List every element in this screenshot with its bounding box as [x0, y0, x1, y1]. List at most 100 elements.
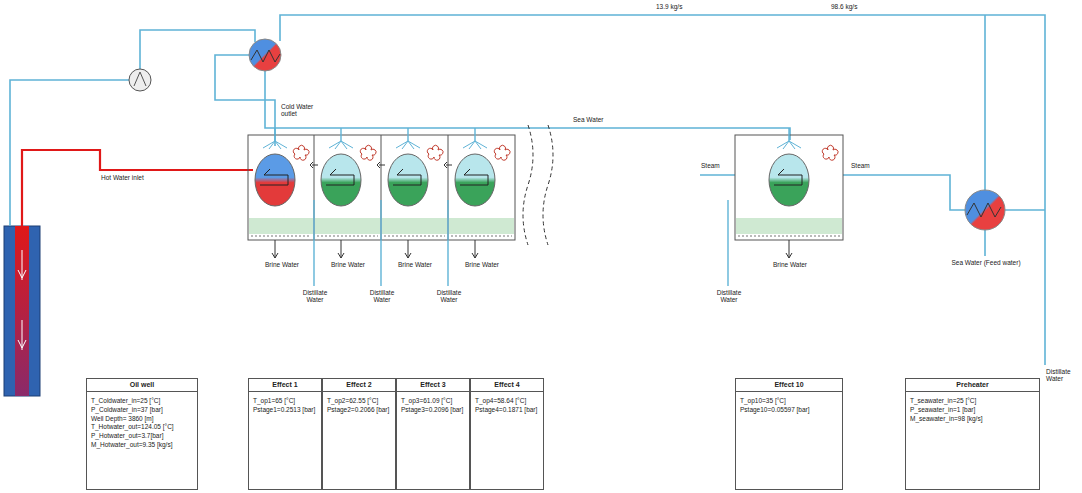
table-heading: Effect 10 [736, 379, 842, 392]
table-row: T_op3=61.09 [°C] [401, 397, 465, 406]
process-label: Distillate Water [1045, 368, 1079, 383]
process-label: Brine Water [456, 261, 508, 268]
tray-line [251, 236, 311, 237]
tray-line [738, 236, 840, 237]
process-label: Steam [850, 162, 871, 169]
spray-feed [407, 128, 408, 141]
process-label: Steam [700, 162, 721, 169]
table-heading: Effect 1 [249, 379, 321, 392]
brine-pool [249, 218, 313, 234]
table-row: T_seawater_in=25 [°C] [910, 397, 1035, 406]
steam-arrow [377, 162, 385, 168]
steam-arrow [310, 162, 318, 168]
brine-outlet [475, 240, 476, 258]
data-table: Effect 3 T_op3=61.09 [°C]Pstage3=0.2096 [… [396, 378, 470, 490]
tray-line [451, 236, 512, 237]
table-row: T_Coldwater_in=25 [°C] [91, 397, 193, 406]
distillate-line [313, 200, 314, 286]
process-label: Brine Water [256, 261, 308, 268]
tray-line [317, 236, 378, 237]
table-row: P_Hotwater_out=3.7[bar] [91, 432, 193, 441]
tube-bundle [255, 154, 295, 206]
table-row: T_op2=62.55 [°C] [327, 397, 391, 406]
table-row: T_op4=58.64 [°C] [475, 397, 539, 406]
coil [260, 169, 288, 185]
arrow-head [272, 253, 278, 258]
arrow-head [472, 253, 478, 258]
arrow-head [786, 253, 792, 258]
table-row: Well Depth= 3860 [m] [91, 415, 193, 424]
table-row: Pstage10=0.05597 [bar] [740, 406, 838, 415]
preheater-exchanger [965, 190, 1005, 230]
process-label: Distillate Water [428, 289, 470, 304]
brine-pool [315, 218, 380, 234]
arrow-head [405, 253, 411, 258]
table-row: T_op10=35 [°C] [740, 397, 838, 406]
table-heading: Effect 4 [471, 379, 543, 392]
spray-nozzle [396, 141, 420, 149]
pump-symbol [129, 69, 151, 91]
brine-pool [382, 218, 447, 234]
brine-outlet [789, 240, 790, 258]
spray-feed [788, 128, 789, 141]
table-heading: Effect 3 [397, 379, 469, 392]
process-label: Brine Water [389, 261, 441, 268]
table-row: Pstage2=0.2066 [bar] [327, 406, 391, 415]
tube-bundle [321, 154, 361, 206]
steam-icon [494, 145, 510, 160]
coil [393, 169, 421, 185]
spray-feed [474, 128, 475, 141]
table-heading: Preheater [906, 379, 1039, 392]
table-row: Pstage1=0.2513 [bar] [253, 406, 317, 415]
effect-chambers [249, 128, 842, 286]
process-label: 13.9 kg/s [655, 3, 683, 10]
data-table: Effect 4T_op4=58.64 [°C]Pstage4=0.1871 [… [470, 378, 544, 490]
table-row: P_Coldwater_in=37 [bar] [91, 406, 193, 415]
steam-icon [822, 145, 838, 160]
table-row: T_Hotwater_out=124.05 [°C] [91, 423, 193, 432]
tube-bundle [455, 154, 495, 206]
spray-nozzle [329, 141, 353, 149]
effect-housing [735, 135, 843, 240]
spray-nozzle [463, 141, 487, 149]
data-table: Effect 2 T_op2=62.55 [°C]Pstage2=0.2066 [… [322, 378, 396, 490]
table-row: P_seawater_in=1 [bar] [910, 406, 1035, 415]
distillate-line [727, 200, 728, 286]
process-label: Cold Water outlet [280, 103, 322, 118]
oil-well [4, 226, 40, 396]
table-row: T_op1=65 [°C] [253, 397, 317, 406]
brine-pool [736, 218, 842, 234]
coil [774, 169, 802, 185]
brine-outlet [408, 240, 409, 258]
process-label: Sea Water (Feed water) [930, 259, 1042, 266]
data-table: Effect 10 T_op10=35 [°C]Pstage10=0.05597 … [735, 378, 843, 490]
process-label: Distillate Water [708, 289, 750, 304]
break-mark [523, 125, 553, 245]
spray-feed [340, 128, 341, 141]
process-label: Sea Water [572, 116, 604, 123]
steam-icon [293, 145, 309, 160]
distillate-line [380, 200, 381, 286]
pipe-lines [10, 15, 1045, 365]
tray-line [384, 236, 445, 237]
arrow-head [338, 253, 344, 258]
data-table: PreheaterT_seawater_in=25 [°C]P_seawater… [905, 378, 1040, 490]
brine-pool [449, 218, 514, 234]
process-label: Brine Water [764, 261, 816, 268]
process-label: Hot Water inlet [100, 174, 145, 181]
table-heading: Effect 2 [323, 379, 395, 392]
coil [326, 169, 354, 185]
brine-outlet [341, 240, 342, 258]
process-label: Brine Water [322, 261, 374, 268]
steam-icon [427, 145, 443, 160]
data-table: Oil wellT_Coldwater_in=25 [°C]P_Coldwate… [86, 378, 198, 490]
table-heading: Oil well [87, 379, 197, 392]
distillate-line [447, 200, 448, 286]
table-row: M_Hotwater_out=9.35 [kg/s] [91, 441, 193, 450]
table-row: M_seawater_in=98 [kg/s] [910, 415, 1035, 424]
table-row: Pstage3=0.2096 [bar] [401, 406, 465, 415]
hot-water-pipe [22, 150, 253, 226]
spray-nozzle [263, 141, 287, 149]
brine-outlet [275, 240, 276, 258]
heat-exchanger [249, 39, 281, 71]
